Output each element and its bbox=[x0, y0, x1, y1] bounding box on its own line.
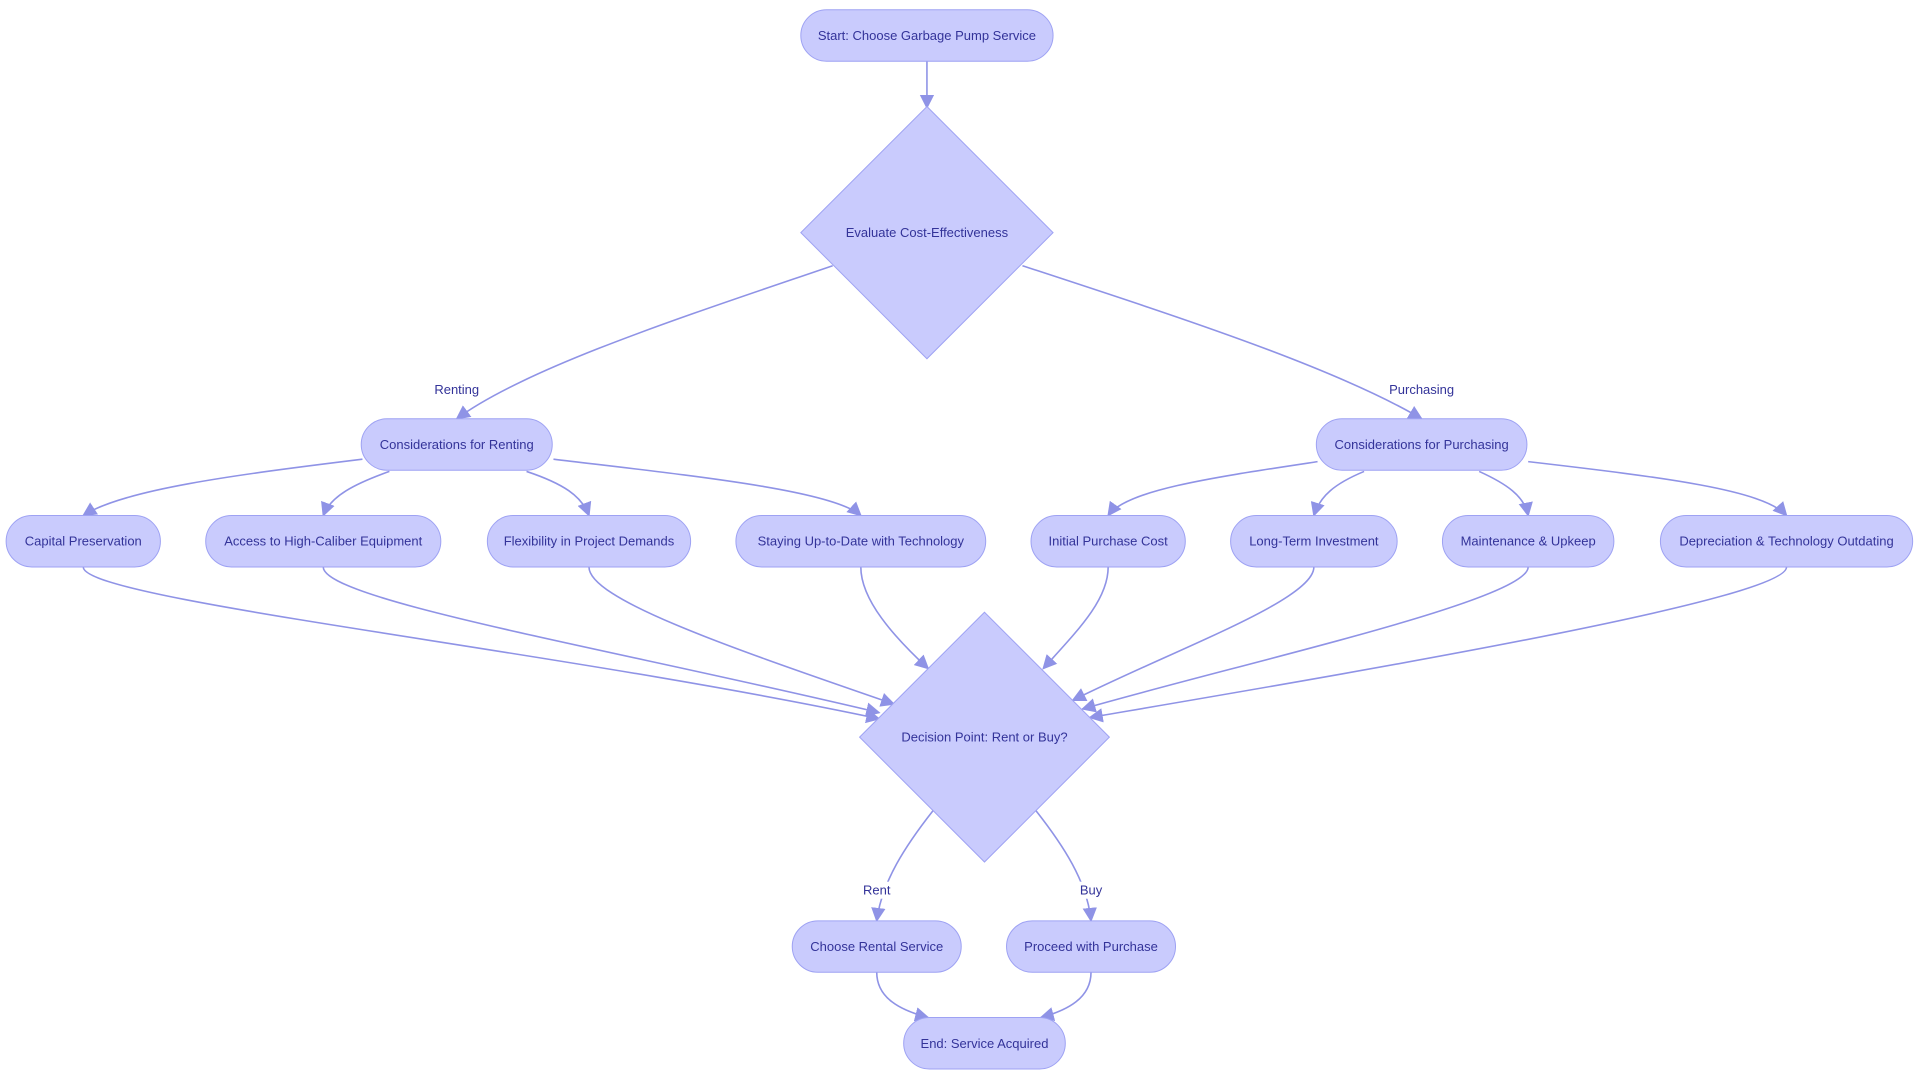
edge-capital-to-decision bbox=[82, 566, 881, 724]
edge-maintenance-to-decision bbox=[1081, 566, 1529, 713]
node-label: End: Service Acquired bbox=[921, 1036, 1049, 1051]
node-label: Initial Purchase Cost bbox=[1049, 534, 1169, 549]
pill-node-shape bbox=[1230, 515, 1398, 568]
edge-purchasing-to-depreciation bbox=[1528, 460, 1788, 517]
edge-evaluate-to-purchasing bbox=[1022, 264, 1423, 420]
pill-node-shape bbox=[360, 418, 553, 471]
node-label: Decision Point: Rent or Buy? bbox=[901, 730, 1067, 745]
pill-node-shape bbox=[486, 515, 692, 568]
edge-decision-to-purchase bbox=[1035, 810, 1097, 923]
edge-purchasing-to-initial bbox=[1107, 460, 1318, 517]
pill-node-shape bbox=[800, 9, 1054, 62]
edge-flexibility-to-decision bbox=[588, 566, 896, 707]
node-label: Start: Choose Garbage Pump Service bbox=[818, 28, 1036, 43]
edge-renting-to-access bbox=[321, 470, 390, 517]
node-label: Maintenance & Upkeep bbox=[1461, 534, 1596, 549]
node-initial: Initial Purchase Cost bbox=[1030, 515, 1186, 568]
pill-node-shape bbox=[5, 515, 161, 568]
edge-renting-to-flexibility bbox=[526, 470, 592, 517]
node-label: Evaluate Cost-Effectiveness bbox=[846, 225, 1009, 240]
pill-node-shape bbox=[1006, 920, 1177, 973]
edge-initial-to-decision bbox=[1042, 566, 1109, 670]
node-decision: Decision Point: Rent or Buy? bbox=[858, 611, 1111, 863]
node-label: Staying Up-to-Date with Technology bbox=[758, 534, 965, 549]
edge-rental-to-end bbox=[875, 972, 930, 1022]
edge-renting-to-staying bbox=[553, 458, 862, 517]
node-evaluate: Evaluate Cost-Effectiveness bbox=[800, 105, 1054, 360]
node-label: Access to High-Caliber Equipment bbox=[224, 534, 422, 549]
nodes-layer: Start: Choose Garbage Pump ServiceEvalua… bbox=[5, 9, 1914, 1070]
pill-node-shape bbox=[1315, 418, 1528, 471]
node-label: Considerations for Renting bbox=[380, 437, 534, 452]
edge-label-renting: Renting bbox=[431, 380, 483, 398]
edges-layer bbox=[82, 61, 1788, 1022]
node-renting: Considerations for Renting bbox=[360, 418, 553, 471]
node-label: Flexibility in Project Demands bbox=[504, 534, 675, 549]
node-staying: Staying Up-to-Date with Technology bbox=[735, 515, 987, 568]
pill-node-shape bbox=[735, 515, 987, 568]
edge-label-text: Buy bbox=[1080, 883, 1103, 898]
node-label: Depreciation & Technology Outdating bbox=[1679, 534, 1893, 549]
node-label: Capital Preservation bbox=[25, 534, 142, 549]
edge-renting-to-capital bbox=[82, 458, 363, 517]
pill-node-shape bbox=[1030, 515, 1186, 568]
edge-access-to-decision bbox=[322, 566, 881, 717]
pill-node-shape bbox=[903, 1017, 1066, 1070]
node-access: Access to High-Caliber Equipment bbox=[205, 515, 442, 568]
node-label: Long-Term Investment bbox=[1249, 534, 1379, 549]
edge-longterm-to-decision bbox=[1071, 566, 1315, 702]
pill-node-shape bbox=[1659, 515, 1914, 568]
edge-label-rent: Rent bbox=[860, 881, 894, 899]
edge-label-purchasing: Purchasing bbox=[1386, 380, 1458, 398]
edge-label-buy: Buy bbox=[1076, 881, 1106, 899]
edge-purchasing-to-longterm bbox=[1310, 470, 1365, 517]
node-start: Start: Choose Garbage Pump Service bbox=[800, 9, 1054, 62]
node-longterm: Long-Term Investment bbox=[1230, 515, 1398, 568]
edge-label-text: Purchasing bbox=[1389, 382, 1454, 397]
edge-label-text: Renting bbox=[434, 382, 479, 397]
edge-purchase-to-end bbox=[1039, 972, 1092, 1022]
pill-node-shape bbox=[791, 920, 962, 973]
edge-evaluate-to-renting bbox=[455, 264, 833, 420]
node-flexibility: Flexibility in Project Demands bbox=[486, 515, 692, 568]
edge-staying-to-decision bbox=[860, 566, 930, 670]
node-purchasing: Considerations for Purchasing bbox=[1315, 418, 1528, 471]
edge-label-text: Rent bbox=[863, 883, 891, 898]
node-maintenance: Maintenance & Upkeep bbox=[1441, 515, 1615, 568]
decision-diamond-shape bbox=[800, 105, 1054, 360]
edge-decision-to-rental bbox=[871, 810, 934, 923]
node-purchase: Proceed with Purchase bbox=[1006, 920, 1177, 973]
node-rental: Choose Rental Service bbox=[791, 920, 962, 973]
node-label: Choose Rental Service bbox=[810, 939, 943, 954]
pill-node-shape bbox=[1441, 515, 1615, 568]
edge-depreciation-to-decision bbox=[1088, 566, 1788, 723]
decision-diamond-shape bbox=[858, 611, 1111, 863]
node-end: End: Service Acquired bbox=[903, 1017, 1066, 1070]
node-label: Considerations for Purchasing bbox=[1335, 437, 1509, 452]
pill-node-shape bbox=[205, 515, 442, 568]
node-label: Proceed with Purchase bbox=[1024, 939, 1158, 954]
node-capital: Capital Preservation bbox=[5, 515, 161, 568]
node-depreciation: Depreciation & Technology Outdating bbox=[1659, 515, 1914, 568]
edge-purchasing-to-maintenance bbox=[1478, 470, 1533, 517]
